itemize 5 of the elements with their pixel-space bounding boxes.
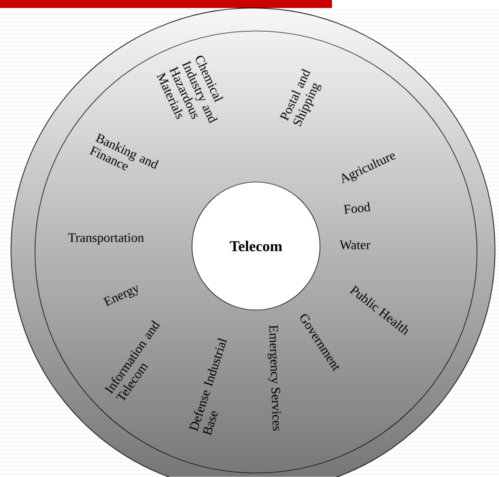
sector-label: Emergency Services [268,325,281,431]
sector-label: Water [340,240,370,250]
sector-label: Energy [103,285,138,306]
sector-label: Transportation [68,233,144,245]
sector-label: Food [344,202,371,214]
